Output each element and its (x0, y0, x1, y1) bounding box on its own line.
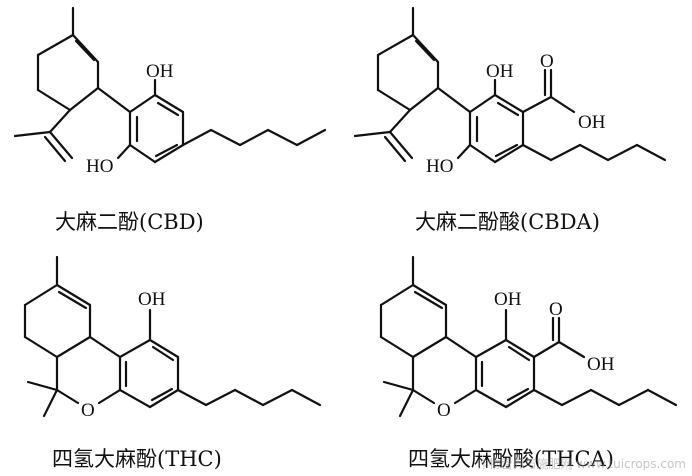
thca-ring-o-label: O (437, 400, 451, 421)
thca-acid-oh-label: OH (587, 354, 615, 375)
thc-ring-o-label: O (81, 400, 95, 421)
cbda-carbonyl-o-label: O (540, 51, 554, 72)
caption-cbda: 大麻二酚酸(CBDA) (415, 210, 600, 234)
thc-oh-top-label: OH (138, 289, 166, 310)
thca-carbonyl-o-label: O (549, 299, 563, 320)
cbd-oh-top-label: OH (146, 61, 174, 82)
caption-thca: 四氢大麻酚酸(THCA) (408, 447, 614, 471)
thca-oh-top-label: OH (494, 289, 522, 310)
caption-thc: 四氢大麻酚(THC) (52, 447, 222, 471)
cbda-ho-bottom-label: HO (426, 156, 453, 177)
cbd-ho-bottom-label: HO (86, 156, 113, 177)
caption-cbd: 大麻二酚(CBD) (55, 210, 204, 234)
cbda-acid-oh-label: OH (578, 112, 606, 133)
watermark: 作物营养与施肥网 www.tuicrops.com (476, 457, 686, 471)
cbda-oh-top-label: OH (486, 61, 514, 82)
